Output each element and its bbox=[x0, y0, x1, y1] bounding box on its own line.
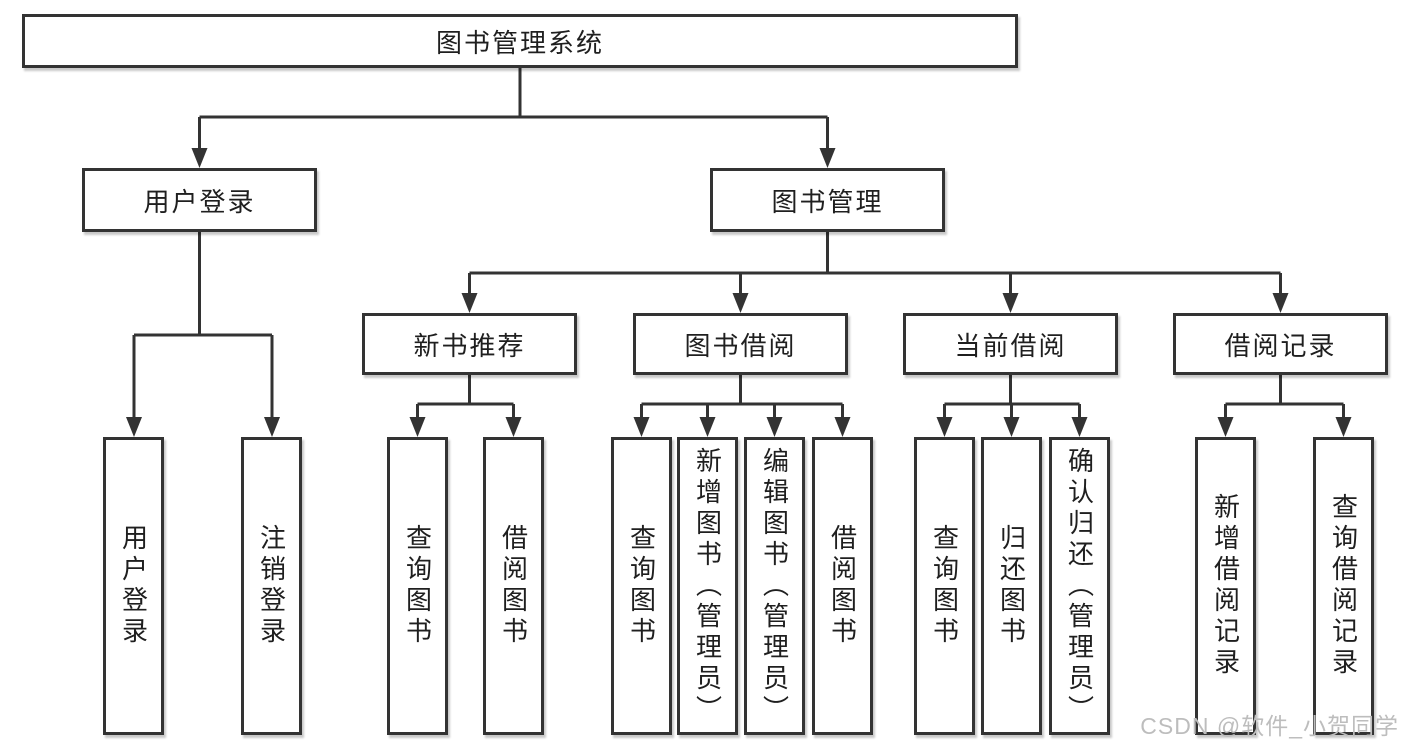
leaf-confirm-return-admin: 确认归还（管理员） bbox=[1049, 437, 1110, 735]
node-root-system: 图书管理系统 bbox=[22, 14, 1018, 68]
node-label: 查询图书 bbox=[626, 524, 657, 648]
arrowhead-icons bbox=[126, 148, 1352, 437]
node-label: 图书借阅 bbox=[684, 330, 797, 361]
leaf-user-login: 用户登录 bbox=[103, 437, 164, 735]
node-label: 新增借阅记录 bbox=[1210, 493, 1241, 679]
node-label: 用户登录 bbox=[118, 524, 149, 648]
leaf-borrow-book: 借阅图书 bbox=[812, 437, 873, 735]
node-label: 图书管理系统 bbox=[435, 27, 604, 58]
node-label: 借阅记录 bbox=[1224, 330, 1337, 361]
leaf-return-book: 归还图书 bbox=[981, 437, 1042, 735]
node-new-book-recommend: 新书推荐 bbox=[362, 313, 577, 375]
leaf-query-book-current: 查询图书 bbox=[914, 437, 975, 735]
node-label: 确认归还（管理员） bbox=[1064, 446, 1095, 726]
node-label: 编辑图书（管理员） bbox=[759, 446, 790, 726]
node-label: 用户登录 bbox=[143, 186, 256, 217]
node-label: 图书管理 bbox=[771, 186, 884, 217]
node-label: 查询图书 bbox=[929, 524, 960, 648]
node-label: 新书推荐 bbox=[413, 330, 526, 361]
leaf-query-book-recommend: 查询图书 bbox=[387, 437, 448, 735]
node-label: 查询图书 bbox=[402, 524, 433, 648]
leaf-borrow-book-recommend: 借阅图书 bbox=[483, 437, 544, 735]
node-label: 当前借阅 bbox=[954, 330, 1067, 361]
node-label: 归还图书 bbox=[996, 524, 1027, 648]
csdn-watermark: CSDN @软件_小贺同学 bbox=[1140, 713, 1399, 739]
leaf-query-borrow-record: 查询借阅记录 bbox=[1313, 437, 1374, 735]
node-book-management: 图书管理 bbox=[710, 168, 945, 232]
node-label: 查询借阅记录 bbox=[1328, 493, 1359, 679]
node-book-borrow: 图书借阅 bbox=[633, 313, 848, 375]
node-label: 注销登录 bbox=[256, 524, 287, 648]
leaf-add-book-admin: 新增图书（管理员） bbox=[677, 437, 738, 735]
leaf-edit-book-admin: 编辑图书（管理员） bbox=[744, 437, 805, 735]
node-label: 新增图书（管理员） bbox=[692, 446, 723, 726]
leaf-add-borrow-record: 新增借阅记录 bbox=[1195, 437, 1256, 735]
node-label: 借阅图书 bbox=[827, 524, 858, 648]
node-borrow-records: 借阅记录 bbox=[1173, 313, 1388, 375]
leaf-logout: 注销登录 bbox=[241, 437, 302, 735]
node-label: 借阅图书 bbox=[498, 524, 529, 648]
node-user-login-group: 用户登录 bbox=[82, 168, 317, 232]
leaf-query-book-borrow: 查询图书 bbox=[611, 437, 672, 735]
node-current-borrow: 当前借阅 bbox=[903, 313, 1118, 375]
